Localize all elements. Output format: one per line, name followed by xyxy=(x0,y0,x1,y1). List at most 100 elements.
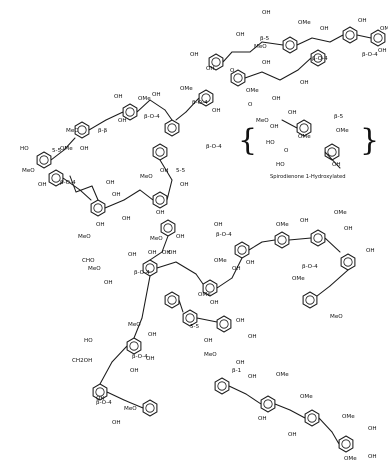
bond xyxy=(261,239,276,243)
atom-label: OH xyxy=(332,162,341,168)
bond xyxy=(111,345,128,363)
atom-label: OH xyxy=(248,334,257,340)
atom-label: OH xyxy=(236,318,245,324)
atom-label: MeO xyxy=(330,314,343,320)
atom-label: OH xyxy=(236,360,245,366)
atom-label: OMe xyxy=(300,394,313,400)
aromatic-ring xyxy=(164,119,180,137)
bond xyxy=(166,179,173,201)
bond xyxy=(91,185,99,201)
atom-label: OH xyxy=(236,32,245,38)
bond xyxy=(159,159,173,181)
bond xyxy=(88,119,107,131)
bond xyxy=(245,393,262,405)
atom-label: OMe xyxy=(334,210,347,216)
atom-label: MeO xyxy=(128,322,141,328)
linkage-label: β-O-4 xyxy=(302,264,318,270)
aromatic-ring xyxy=(164,291,180,309)
bond xyxy=(104,199,125,209)
atom-label: OMe xyxy=(214,258,227,264)
atom-label: OH xyxy=(38,182,47,188)
inset-caption: Spirodienone 1-Hydroxylated xyxy=(270,174,345,180)
bond xyxy=(149,99,166,111)
bond xyxy=(324,237,341,253)
bond xyxy=(156,261,177,269)
bond xyxy=(289,409,306,419)
atom-label: OH xyxy=(344,226,353,232)
bond xyxy=(123,189,141,201)
linkage-label: 5-5 xyxy=(176,168,186,174)
atom-label: OH xyxy=(146,356,155,362)
atom-label: OH xyxy=(148,332,157,338)
atom-label: MeO xyxy=(256,118,269,124)
atom-label: OH xyxy=(210,300,219,306)
bond xyxy=(296,37,313,46)
aromatic-ring xyxy=(152,191,168,209)
atom-label: OH xyxy=(112,192,121,198)
linkage-label: β-O-4 xyxy=(132,354,148,360)
atom-label: OH xyxy=(160,168,169,174)
bond xyxy=(228,385,247,395)
atom-label: MeO xyxy=(140,174,153,180)
atom-label: OMe xyxy=(180,86,193,92)
atom-label: MeO xyxy=(124,406,137,412)
bond xyxy=(106,391,125,401)
linkage-label: 5-5 xyxy=(190,324,200,330)
bond xyxy=(316,285,331,297)
bond xyxy=(149,251,163,261)
bond xyxy=(63,137,76,151)
atom-label: OH xyxy=(104,280,113,286)
atom-label: OH xyxy=(106,180,115,186)
aromatic-ring xyxy=(216,315,232,333)
atom-label: OH xyxy=(358,18,367,24)
atom-label: OH xyxy=(270,124,279,130)
atom-label: OH xyxy=(162,250,171,256)
atom-label: MeO xyxy=(88,266,101,272)
bond xyxy=(195,273,204,285)
bond xyxy=(231,257,243,279)
linkage-label: β-O-4 xyxy=(192,100,208,106)
atom-label: OH xyxy=(148,250,157,256)
atom-label: MeO xyxy=(254,44,267,50)
atom-label: OH xyxy=(300,80,309,86)
bond xyxy=(297,57,312,71)
bond xyxy=(161,235,169,253)
atom-label: OH xyxy=(122,216,131,222)
atom-label: OH xyxy=(156,210,165,216)
bond xyxy=(249,41,263,53)
bond xyxy=(288,237,312,241)
atom-label: OH xyxy=(262,10,271,16)
aromatic-ring xyxy=(370,29,386,47)
aromatic-ring xyxy=(338,435,354,453)
bond xyxy=(178,299,184,313)
atom-label: OH xyxy=(176,234,185,240)
linkage-label: β-O-4 xyxy=(60,180,76,186)
linkage-label: β-5 xyxy=(260,36,270,42)
aromatic-ring xyxy=(152,143,168,161)
atom-label: OH xyxy=(258,416,267,422)
bond xyxy=(216,277,233,289)
atom-label: OH xyxy=(204,338,213,344)
atom-label: OH xyxy=(368,426,377,432)
atom-label: OMe xyxy=(336,128,349,134)
bond xyxy=(133,317,143,339)
atom-label: OH xyxy=(214,222,223,228)
bond xyxy=(356,34,372,39)
atom-label: OH xyxy=(80,146,89,152)
linkage-label: β-5 xyxy=(334,114,344,120)
bond xyxy=(274,403,291,411)
bond xyxy=(175,261,197,275)
bond xyxy=(99,361,113,385)
bond xyxy=(318,417,333,433)
atom-label: CH2OH xyxy=(72,358,92,364)
atom-label: OH xyxy=(112,420,121,426)
linkage-label: β-O-4 xyxy=(206,144,222,150)
atom-label: OH xyxy=(288,432,297,438)
atom-label: O xyxy=(230,68,235,74)
bond xyxy=(62,177,81,191)
atom-label: OH xyxy=(232,266,241,272)
atom-label: OH xyxy=(180,182,189,188)
atom-label: OH xyxy=(190,52,199,58)
bond xyxy=(136,99,151,113)
right-brace: } xyxy=(360,123,379,158)
